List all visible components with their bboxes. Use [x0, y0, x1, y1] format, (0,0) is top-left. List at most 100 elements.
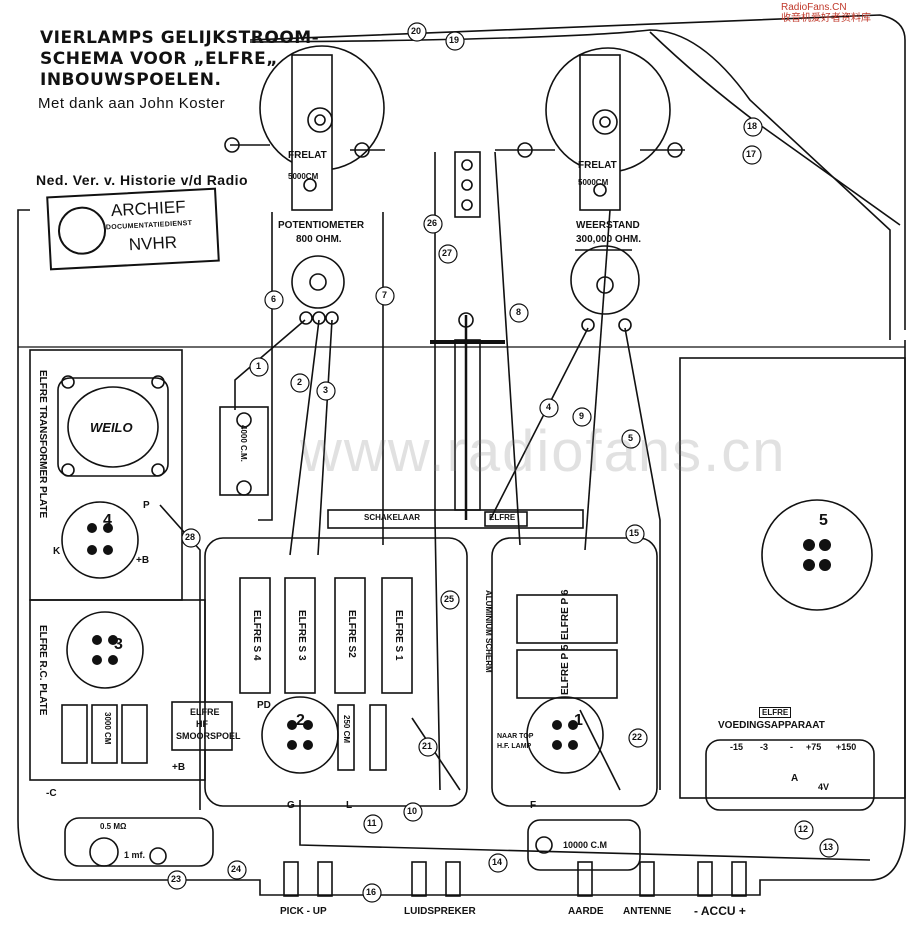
tube-2-number: 2	[296, 712, 305, 729]
wire-num-12: 12	[798, 824, 809, 834]
archive-stamp: ARCHIEF DOCUMENTATIEDIENST NVHR	[46, 187, 220, 271]
tube-socket-4	[61, 501, 139, 579]
aarde-label: AARDE	[568, 906, 604, 917]
coil-s1-label: ELFRE S 1	[393, 610, 404, 661]
thanks-text: Met dank aan John Koster	[38, 95, 226, 112]
tube-socket-5	[761, 499, 873, 611]
voeding-badge: ELFRE	[759, 707, 792, 718]
coil-p5-label: ELFRE P 5	[560, 644, 571, 695]
wire-num-20: 20	[411, 26, 422, 36]
wire-num-23: 23	[171, 874, 182, 884]
potentiometer-value: 800 OHM.	[296, 234, 342, 245]
coil-board	[204, 537, 468, 807]
wire-5	[624, 327, 661, 790]
wire-num-10: 10	[407, 806, 418, 816]
watermark-top-line-2: 收音机爱好者资料库	[781, 13, 871, 24]
res-3000-label: 3000 CM	[103, 712, 112, 745]
wire-num-28: 28	[185, 532, 196, 542]
weerstand-label: WEERSTAND	[576, 220, 640, 231]
tube-4-number: 4	[103, 512, 112, 529]
wire-8	[494, 151, 521, 546]
res-05-label: 0.5 MΩ	[100, 822, 127, 831]
stamp-line-3: NVHR	[128, 232, 178, 255]
pin-label-b: +B	[136, 555, 150, 566]
smoorspoel-box	[171, 701, 233, 751]
hf-lamp-label: H.F. LAMP	[497, 743, 532, 750]
pin-label-c: -C	[46, 788, 57, 799]
coil-s2	[334, 577, 366, 694]
wire-num-26: 26	[427, 218, 438, 228]
wire-6	[258, 212, 273, 521]
pin-label-l: L	[346, 800, 353, 811]
wire-num-8: 8	[516, 307, 522, 317]
wire-num-24: 24	[231, 864, 242, 874]
pick-up-label: PICK - UP	[280, 906, 327, 917]
naar-top-label: NAAR TOP	[497, 733, 534, 740]
hf-board	[491, 537, 658, 807]
wire-num-22: 22	[632, 732, 643, 742]
society-text: Ned. Ver. v. Historie v/d Radio	[36, 172, 249, 188]
voeding-label: VOEDINGSAPPARAAT	[718, 720, 825, 731]
pin-label-a: A	[791, 773, 799, 784]
volt-4-label: 4V	[818, 782, 830, 792]
supply-label-3: -	[790, 742, 793, 752]
wire-num-27: 27	[442, 248, 453, 258]
transformer-plate-label: ELFRE TRANSFORMER PLATE	[37, 370, 48, 519]
wire-num-18: 18	[747, 121, 758, 131]
frelat-right-cap: 5000CM	[578, 178, 609, 187]
frelat-right-label: FRELAT	[578, 160, 617, 171]
title: VIERLAMPS GELIJKSTROOM- SCHEMA VOOR „ELF…	[40, 28, 319, 91]
cap-1mf	[64, 817, 214, 867]
frelat-left-label: FRELAT	[288, 150, 327, 161]
supply-label-4: +75	[806, 742, 822, 752]
frelat-left-cap: 5000CM	[288, 172, 319, 181]
title-line-3: INBOUWSPOELEN.	[40, 70, 222, 90]
cap-4000-label: 4000 C.M.	[239, 425, 248, 462]
seal-icon	[56, 205, 108, 256]
antenne-label: ANTENNE	[623, 906, 672, 917]
frelat-left-body	[291, 54, 333, 211]
wire-num-11: 11	[367, 818, 377, 828]
wire-num-15: 15	[629, 528, 640, 538]
frelat-right-body	[579, 54, 621, 211]
weerstand-body	[570, 245, 640, 315]
wire-28	[159, 504, 201, 810]
wire-num-7: 7	[382, 290, 388, 300]
smoorspoel-line-2: HF	[196, 719, 208, 729]
schakelaar	[327, 509, 584, 529]
supply-strip	[705, 739, 875, 811]
tube-socket-1	[526, 696, 604, 774]
rc-plate-label: ELFRE R.C. PLATE	[37, 625, 48, 716]
wire-1	[234, 319, 306, 410]
supply-label-2: -3	[760, 742, 769, 752]
accu-label: - ACCU +	[694, 904, 746, 918]
coil-s3	[284, 577, 316, 694]
potentiometer-label: POTENTIOMETER	[278, 220, 365, 231]
coil-s4-label: ELFRE S 4	[251, 610, 262, 661]
pin-label-f: F	[530, 800, 537, 811]
wire-20	[249, 14, 906, 330]
wire-num-19: 19	[449, 35, 460, 45]
tube-3-number: 3	[114, 636, 123, 653]
terminal-posts	[283, 861, 747, 897]
schakelaar-label: SCHAKELAAR	[364, 513, 420, 522]
watermark-center: www.radiofans.cn	[300, 419, 787, 484]
wire-25	[434, 152, 441, 791]
wire-18	[649, 31, 901, 226]
cap-10000	[527, 819, 641, 871]
wire-num-6: 6	[271, 294, 277, 304]
wire-number-markers	[167, 22, 839, 903]
coil-s2-label: ELFRE S2	[346, 610, 357, 658]
weerstand-value: 300,000 OHM.	[576, 234, 642, 245]
coil-p6-label: ELFRE P 6	[560, 589, 571, 640]
stamp-line-1: ARCHIEF	[110, 197, 187, 221]
wire-22	[579, 709, 621, 791]
pin-label-k: K	[53, 546, 61, 557]
chassis-outline	[17, 209, 906, 896]
wire-num-17: 17	[746, 149, 757, 159]
wire-num-3: 3	[323, 385, 329, 395]
wire-num-9: 9	[579, 411, 585, 421]
wire-9	[584, 209, 611, 551]
pin-label-pd: PD	[257, 700, 271, 711]
